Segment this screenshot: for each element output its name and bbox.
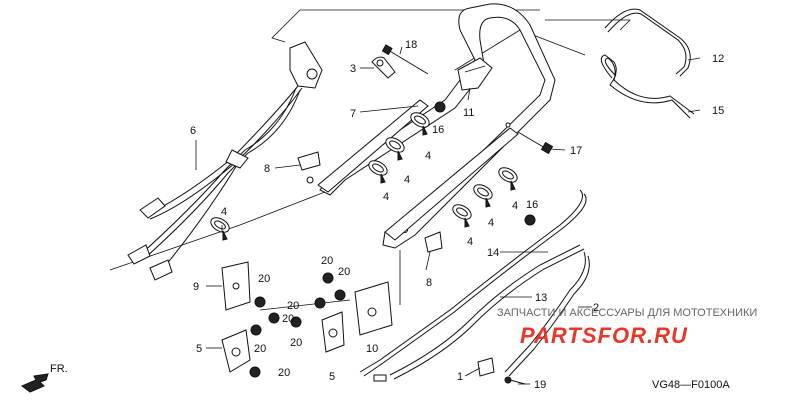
callout-9: 9 [193,281,199,293]
callout-16b: 16 [526,199,538,211]
front-arrow-icon [21,373,49,393]
callout-1: 1 [457,371,463,383]
cable-15 [600,54,695,119]
callout-8b: 8 [426,277,432,289]
cable-14 [359,189,587,377]
lower-handle [317,99,519,241]
cable-assembly-6 [127,41,323,281]
callout-5b: 5 [329,371,335,383]
nut-16a [434,101,446,113]
callout-4a: 4 [425,150,431,162]
callout-7: 7 [350,108,356,120]
callout-15: 15 [712,105,724,117]
callout-20d: 20 [278,367,290,379]
callout-20b: 20 [282,313,294,325]
watermark-text: ЗАПЧАСТИ И АКСЕССУАРЫ ДЛЯ МОТОТЕХНИКИ [497,307,757,319]
bracket-11 [457,57,493,91]
callout-2: 2 [593,302,599,314]
clip-1 [477,357,495,377]
watermark-logo: PARTSFOR.RU [520,323,688,348]
diagram-code: VG48—F0100A [652,379,730,391]
callout-16a: 16 [432,124,444,136]
callout-11: 11 [463,107,474,119]
callout-4d: 4 [512,200,518,212]
callout-5a: 5 [196,343,202,355]
bolt-17 [517,131,554,155]
bolt-18 [381,44,429,75]
cable-12 [604,8,691,77]
callout-10: 10 [366,343,378,355]
front-label: FR. [50,363,68,375]
bracket-9 [221,261,251,311]
callout-4g: 4 [221,206,227,218]
callout-6: 6 [190,125,196,137]
callout-3: 3 [350,63,356,75]
callout-20c: 20 [254,343,266,355]
callout-18: 18 [405,39,417,51]
callout-13: 13 [535,292,547,304]
leader-lines [195,46,701,385]
callout-20f: 20 [287,300,299,312]
callout-19: 19 [534,379,546,391]
callout-4c: 4 [383,191,389,203]
bracket-8a [297,151,321,171]
nuts-20 [249,272,346,378]
callout-numbers: 18 3 7 8 6 11 16 12 15 17 4 4 4 4 4 4 4 … [190,39,724,391]
cable-clips [210,112,518,241]
callout-4e: 4 [488,217,494,229]
callout-17: 17 [570,145,582,157]
callout-20a: 20 [258,273,270,285]
bracket-5b [321,311,345,353]
cable-13 [373,244,585,382]
bracket-8b [424,231,443,253]
callout-4f: 4 [467,236,473,248]
callout-8a: 8 [264,163,270,175]
callout-4b: 4 [404,174,410,186]
bracket-5a [221,329,251,373]
callout-20g: 20 [321,255,333,267]
throttle-lever [371,56,396,79]
nut-16b [524,214,536,226]
watermark: ЗАПЧАСТИ И АКСЕССУАРЫ ДЛЯ МОТОТЕХНИКИ PA… [497,307,757,348]
screw-19 [504,376,526,385]
callout-14: 14 [487,247,499,259]
callout-20e: 20 [290,337,302,349]
callout-12: 12 [712,53,724,65]
callout-20h: 20 [338,266,350,278]
cable-2 [504,251,590,377]
bracket-10 [354,281,393,336]
